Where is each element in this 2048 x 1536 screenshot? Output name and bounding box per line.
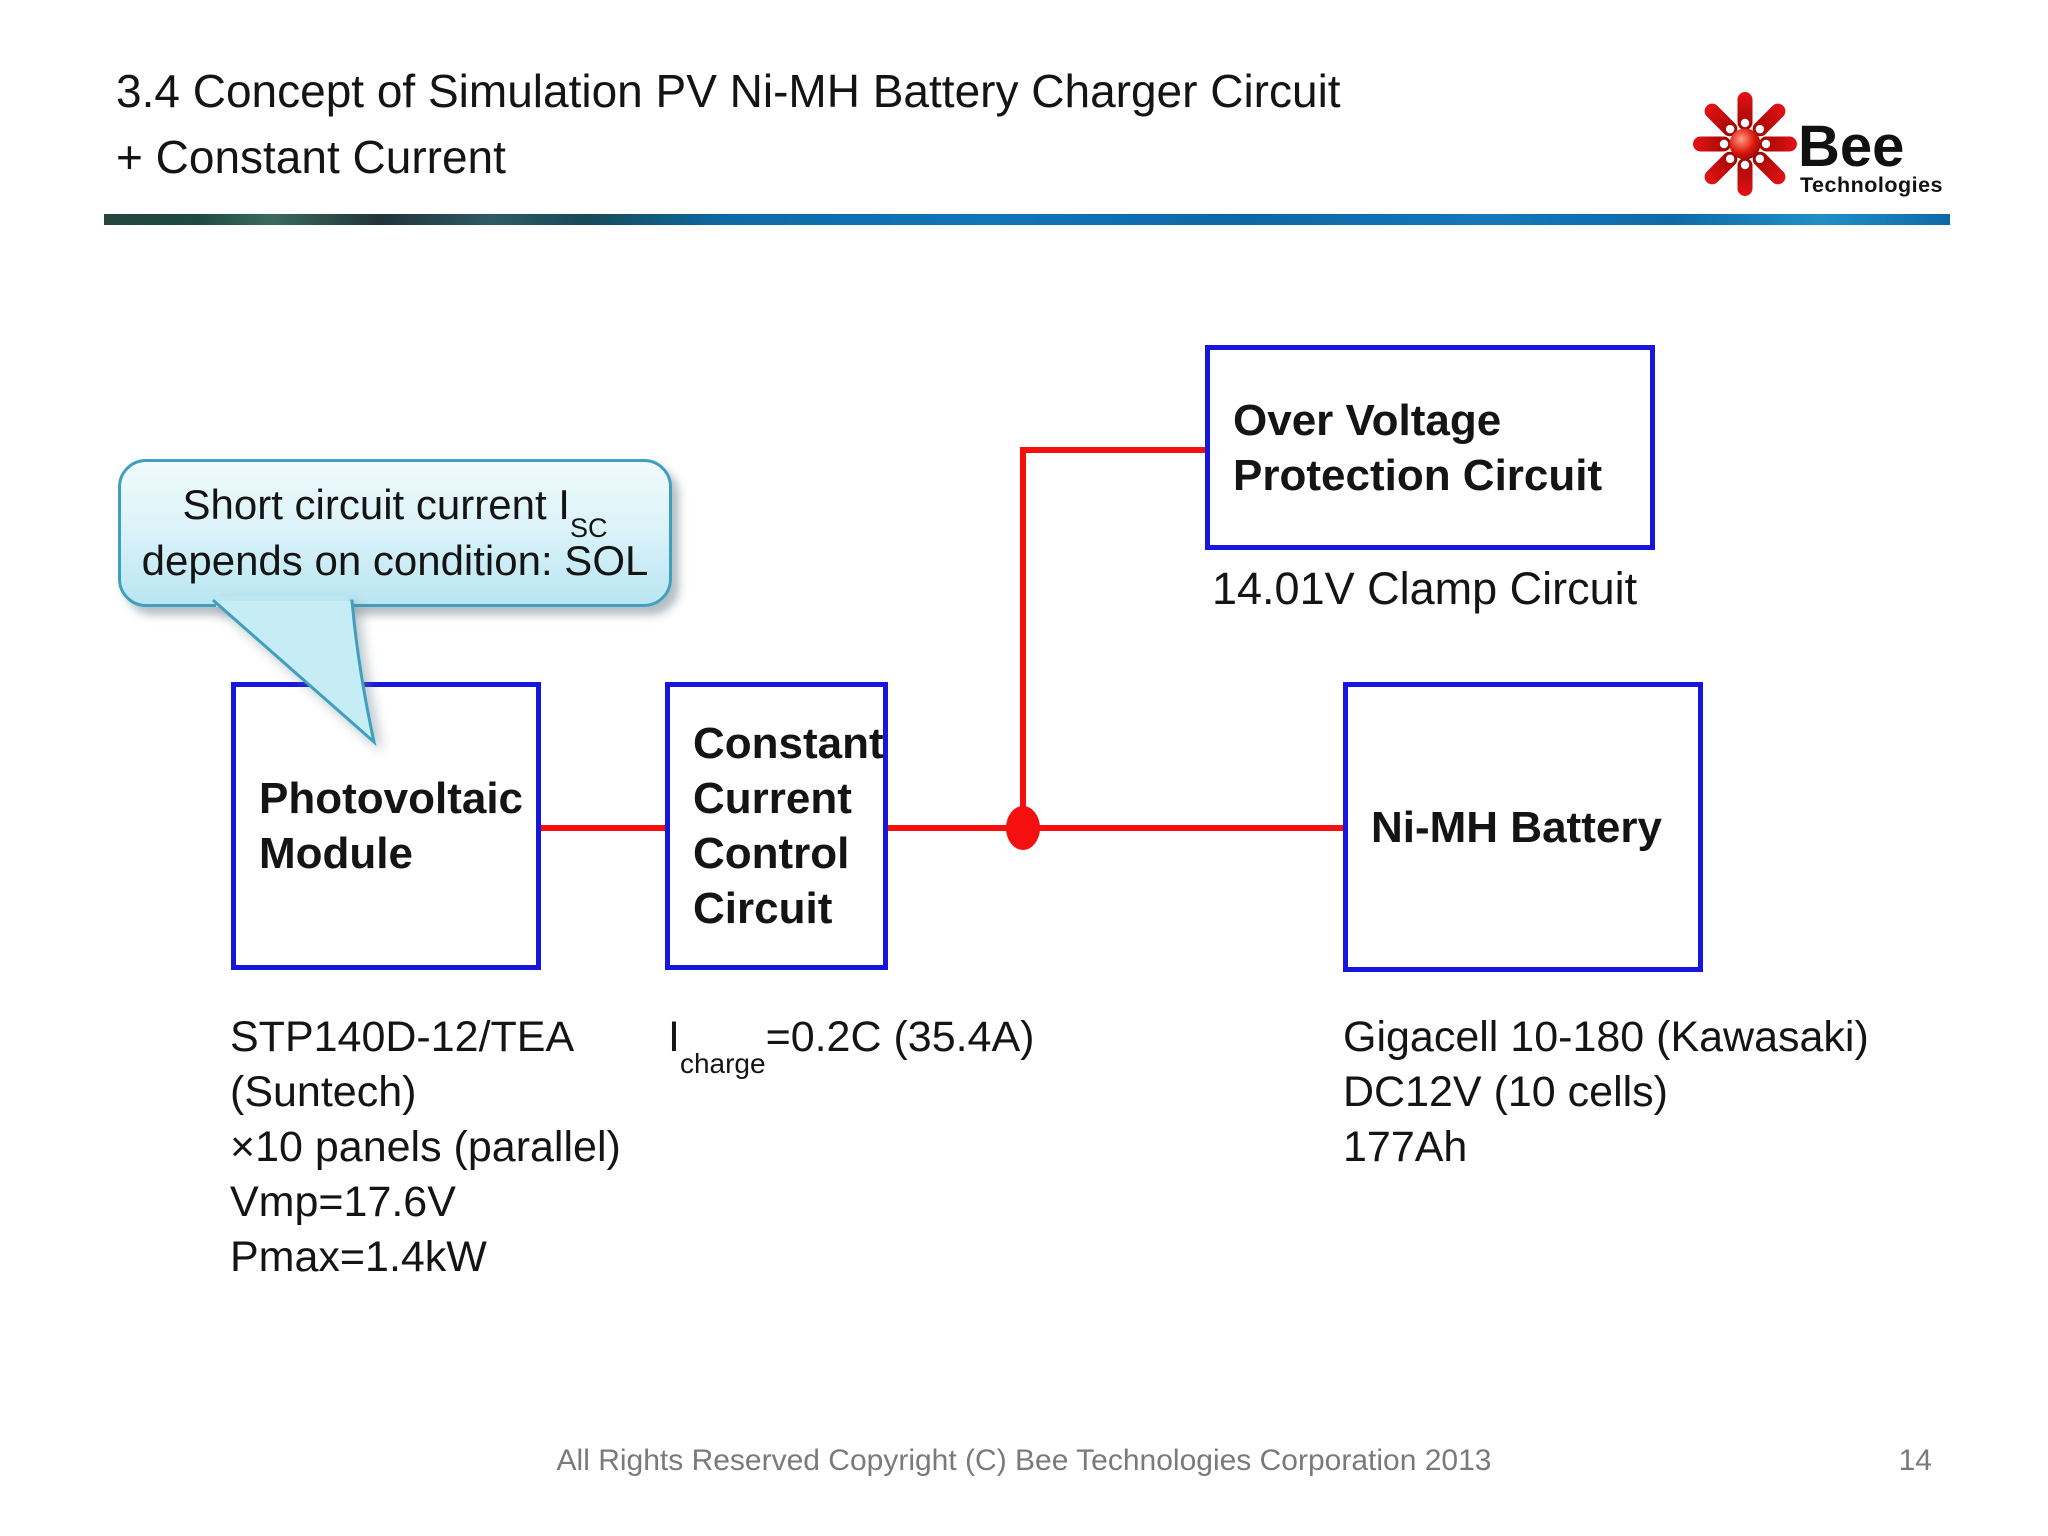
pv-box-label-line2: Module	[259, 829, 413, 878]
footer-copyright: All Rights Reserved Copyright (C) Bee Te…	[556, 1444, 1492, 1477]
nimh-battery-box: Ni-MH Battery	[1343, 682, 1703, 972]
bee-technologies-logo: Bee Technologies	[1693, 92, 1943, 197]
photovoltaic-module-box: Photovoltaic Module	[231, 682, 541, 970]
wire-junction-to-ovp-horizontal	[1020, 447, 1207, 453]
charge-note-pre: I	[668, 1013, 680, 1061]
pv-box-label-line1: Photovoltaic	[259, 774, 524, 823]
battery-spec-line: DC12V (10 cells)	[1343, 1068, 1668, 1116]
wire-junction-to-ovp-vertical	[1020, 449, 1026, 831]
battery-spec-line: Gigacell 10-180 (Kawasaki)	[1343, 1013, 1869, 1061]
battery-box-label: Ni-MH Battery	[1371, 802, 1662, 852]
page-title: 3.4 Concept of Simulation PV Ni-MH Batte…	[116, 58, 1636, 190]
callout-line1-text: Short circuit current I	[182, 481, 570, 528]
wire-ccc-to-battery	[883, 825, 1348, 831]
constant-current-control-box: Constant Current Control Circuit	[665, 682, 888, 970]
ccc-box-label-line3: Control	[693, 829, 850, 878]
pv-spec-line: (Suntech)	[230, 1068, 417, 1116]
page-title-line1: 3.4 Concept of Simulation PV Ni-MH Batte…	[116, 65, 1341, 117]
callout-line1-subscript: SC	[569, 513, 608, 544]
charge-note-post: =0.2C (35.4A)	[765, 1013, 1035, 1061]
ovp-box-label-line1: Over Voltage	[1233, 395, 1502, 445]
ccc-box-label-line1: Constant	[693, 719, 884, 768]
ovp-box-label-line2: Protection Circuit	[1233, 450, 1603, 500]
logo-brand-text: Bee	[1798, 114, 1904, 179]
clamp-circuit-label: 14.01V Clamp Circuit	[1212, 563, 1638, 614]
charge-current-note: Icharge=0.2C (35.4A)	[668, 1010, 1035, 1077]
pv-spec-note: STP140D-12/TEA (Suntech) ×10 panels (par…	[230, 1010, 621, 1285]
charge-note-subscript: charge	[679, 1047, 766, 1079]
battery-spec-line: 177Ah	[1343, 1123, 1468, 1171]
junction-dot	[1006, 806, 1040, 850]
callout-bubble: Short circuit current ISC depends on con…	[118, 459, 672, 607]
page-number: 14	[1898, 1444, 1932, 1477]
pv-spec-line: Pmax=1.4kW	[230, 1233, 487, 1281]
wire-pv-to-ccc	[536, 825, 670, 831]
ccc-box-label-line2: Current	[693, 774, 852, 823]
page-title-line2: + Constant Current	[116, 131, 506, 183]
pv-spec-line: ×10 panels (parallel)	[230, 1123, 621, 1171]
over-voltage-protection-box: Over Voltage Protection Circuit	[1205, 345, 1655, 550]
callout-line1: Short circuit current ISC	[182, 477, 608, 542]
callout-line2: depends on condition: SOL	[141, 537, 649, 584]
battery-spec-note: Gigacell 10-180 (Kawasaki) DC12V (10 cel…	[1343, 1010, 1869, 1175]
ccc-box-label-line4: Circuit	[693, 884, 833, 933]
pv-spec-line: STP140D-12/TEA	[230, 1013, 575, 1061]
logo-brand-subtext: Technologies	[1800, 173, 1943, 197]
bee-logo-star-icon	[1693, 92, 1797, 196]
header-divider	[104, 214, 1950, 225]
pv-spec-line: Vmp=17.6V	[230, 1178, 456, 1226]
